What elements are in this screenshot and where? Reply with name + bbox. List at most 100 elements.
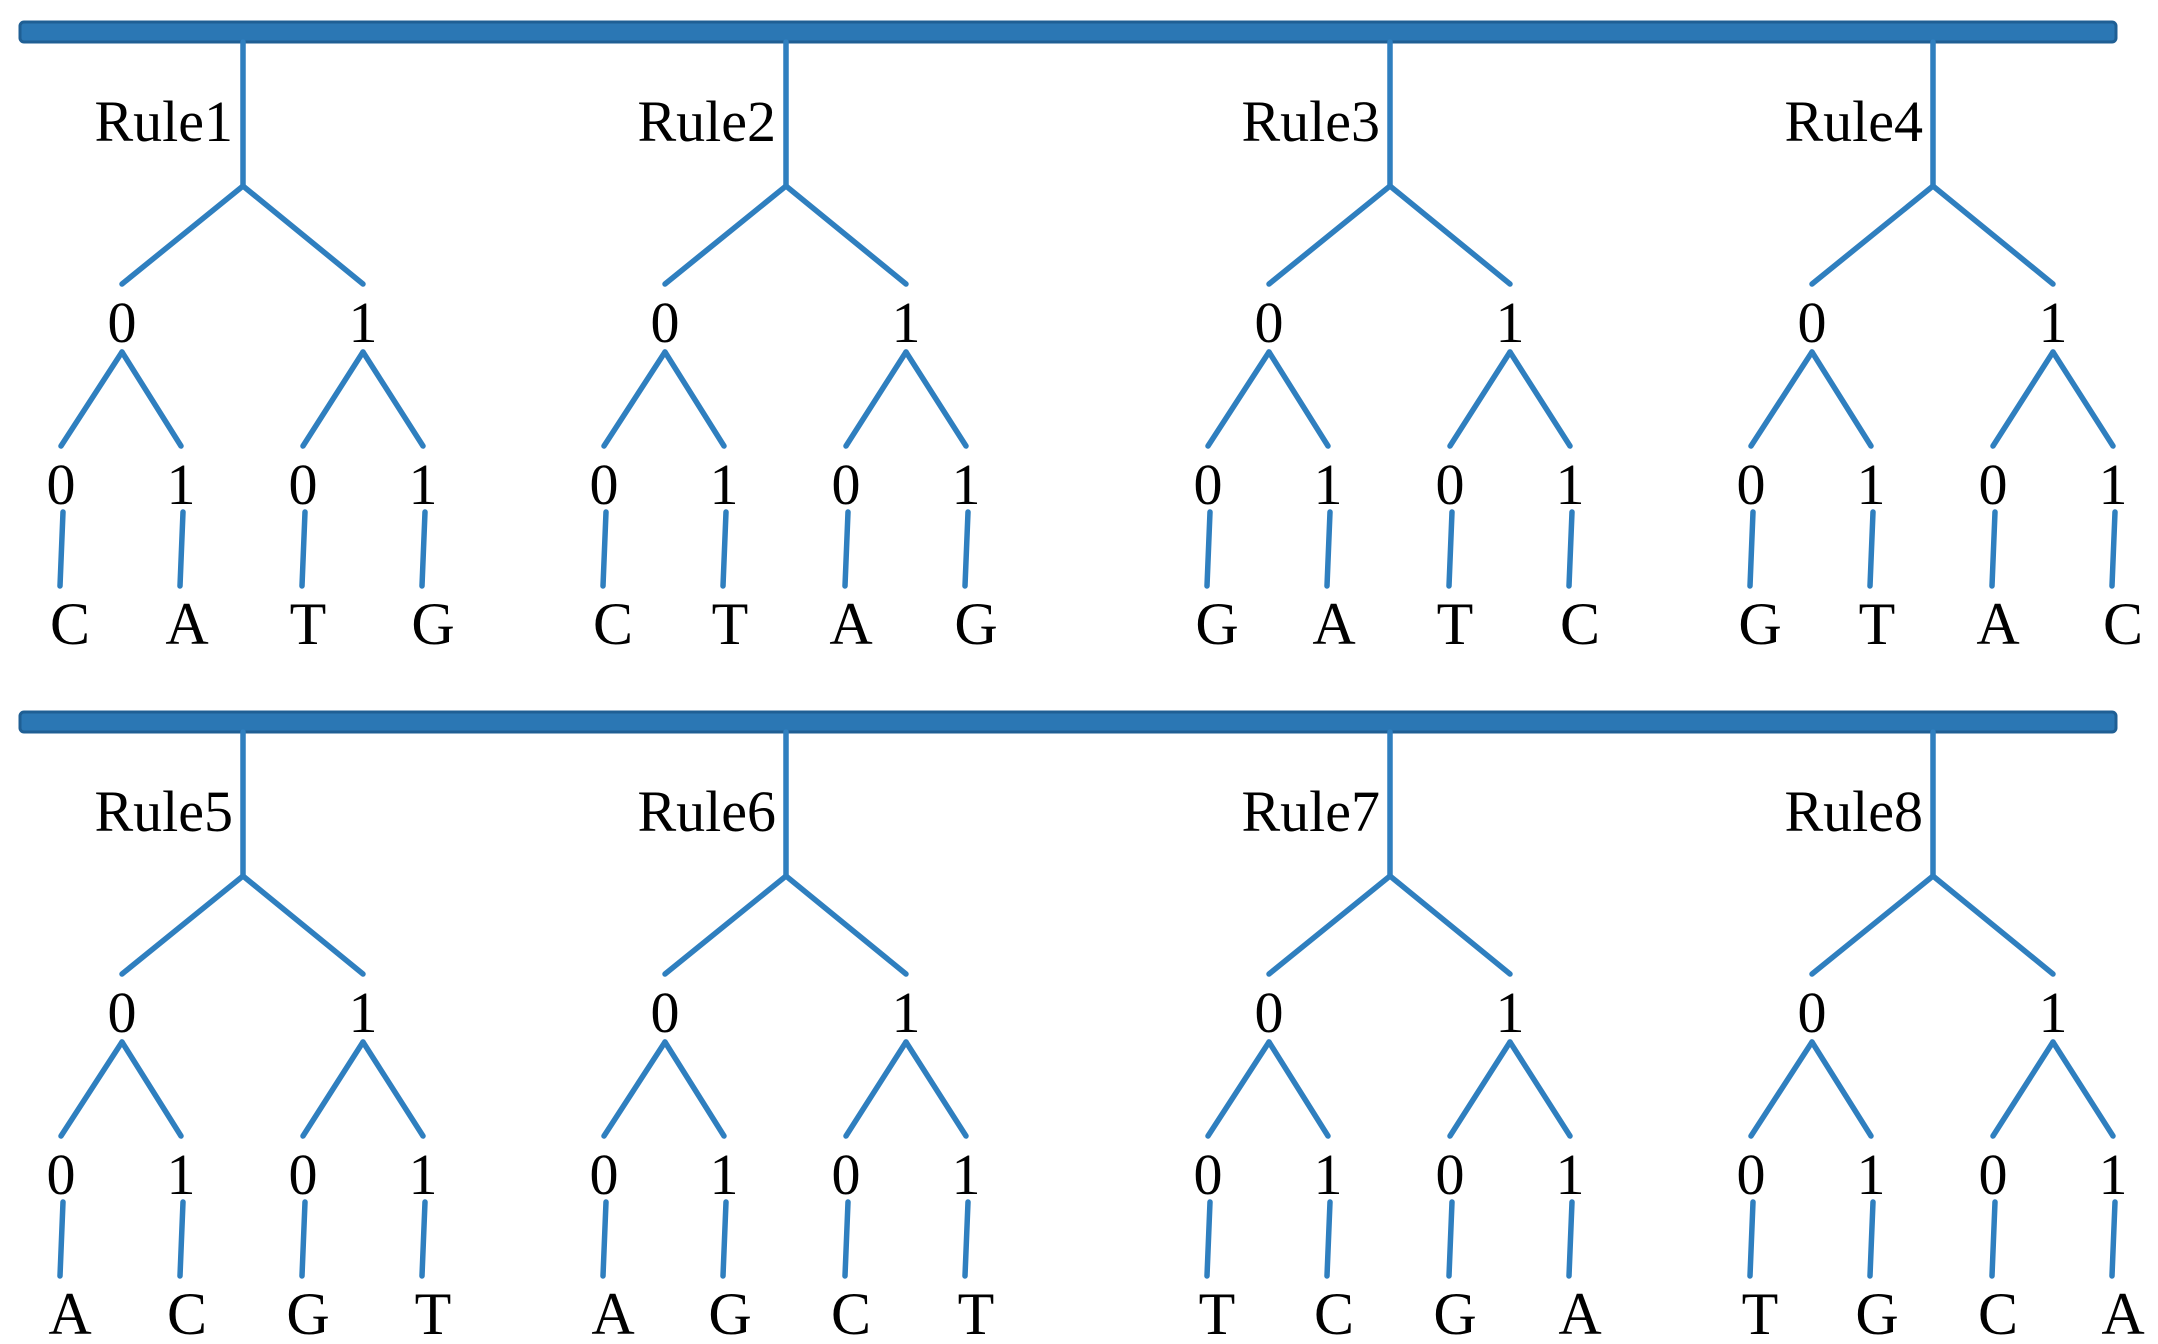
base-letter: A bbox=[1976, 591, 2019, 657]
level1-edge bbox=[1930, 183, 2056, 287]
rule-label: Rule1 bbox=[94, 89, 233, 154]
base-letter: G bbox=[708, 1281, 751, 1344]
leaf-edge bbox=[1867, 509, 1876, 589]
base-letter: G bbox=[1195, 591, 1238, 657]
level1-bit: 0 bbox=[1255, 290, 1284, 355]
level2-bit: 1 bbox=[1314, 1142, 1343, 1207]
level1-edge bbox=[1930, 873, 2056, 977]
leaf-edge bbox=[57, 509, 66, 589]
level2-edge bbox=[119, 349, 184, 449]
level2-bit: 1 bbox=[952, 452, 981, 517]
base-letter: A bbox=[1312, 591, 1355, 657]
level2-edge bbox=[2050, 349, 2116, 449]
level1-edge bbox=[783, 873, 909, 977]
level1-bit: 1 bbox=[2039, 980, 2068, 1045]
level2-bit: 1 bbox=[1857, 452, 1886, 517]
leaf-edge bbox=[842, 1199, 851, 1279]
base-letter: A bbox=[2101, 1281, 2144, 1344]
base-letter: C bbox=[593, 591, 633, 657]
level1-edge bbox=[1809, 183, 1936, 287]
level2-edge bbox=[1205, 1039, 1272, 1139]
level2-bit: 0 bbox=[1194, 1142, 1223, 1207]
level2-bit: 1 bbox=[710, 452, 739, 517]
level1-bit: 1 bbox=[1496, 980, 1525, 1045]
level2-edge bbox=[1507, 349, 1573, 449]
leaf-edge bbox=[1324, 509, 1333, 589]
level1-bit: 0 bbox=[651, 290, 680, 355]
level1-bit: 1 bbox=[349, 980, 378, 1045]
leaf-edge bbox=[1989, 509, 1998, 589]
level2-bit: 1 bbox=[167, 1142, 196, 1207]
base-letter: T bbox=[1859, 591, 1896, 657]
level2-edge bbox=[2050, 1039, 2116, 1139]
level1-bit: 0 bbox=[1255, 980, 1284, 1045]
base-letter: T bbox=[290, 591, 327, 657]
rule-label: Rule5 bbox=[94, 779, 233, 844]
rule-label: Rule7 bbox=[1241, 779, 1380, 844]
level2-edge bbox=[1809, 1039, 1874, 1139]
leaf-edge bbox=[842, 509, 851, 589]
level2-edge bbox=[1748, 1039, 1815, 1139]
leaf-edge bbox=[1867, 1199, 1876, 1279]
leaf-edge bbox=[720, 509, 729, 589]
base-letter: G bbox=[411, 591, 454, 657]
level2-edge bbox=[1266, 1039, 1331, 1139]
level2-edge bbox=[1205, 349, 1272, 449]
level1-edge bbox=[662, 183, 789, 287]
base-letter: C bbox=[831, 1281, 871, 1344]
level2-bit: 0 bbox=[590, 1142, 619, 1207]
level2-bit: 0 bbox=[832, 452, 861, 517]
level2-edge bbox=[360, 1039, 426, 1139]
leaf-edge bbox=[600, 509, 609, 589]
leaf-edge bbox=[419, 509, 428, 589]
rule-label: Rule4 bbox=[1784, 89, 1923, 154]
level2-edge bbox=[843, 1039, 909, 1139]
base-letter: G bbox=[1433, 1281, 1476, 1344]
leaf-edge bbox=[1204, 1199, 1213, 1279]
level2-bit: 0 bbox=[47, 1142, 76, 1207]
level2-edge bbox=[1507, 1039, 1573, 1139]
rule-label: Rule6 bbox=[637, 779, 776, 844]
base-letter: A bbox=[591, 1281, 634, 1344]
level2-bit: 0 bbox=[832, 1142, 861, 1207]
base-letter: T bbox=[1742, 1281, 1779, 1344]
leaf-edge bbox=[1446, 509, 1455, 589]
level1-bit: 0 bbox=[108, 290, 137, 355]
level2-bit: 0 bbox=[590, 452, 619, 517]
rule-label: Rule8 bbox=[1784, 779, 1923, 844]
rule-label: Rule3 bbox=[1241, 89, 1380, 154]
leaf-edge bbox=[2109, 1199, 2118, 1279]
level2-edge bbox=[58, 349, 125, 449]
level1-bit: 1 bbox=[2039, 290, 2068, 355]
level1-bit: 0 bbox=[1798, 290, 1827, 355]
rule-bar bbox=[18, 20, 2118, 44]
level2-edge bbox=[601, 349, 668, 449]
level2-bit: 0 bbox=[1737, 1142, 1766, 1207]
level2-bit: 1 bbox=[2099, 452, 2128, 517]
base-letter: T bbox=[1437, 591, 1474, 657]
leaf-edge bbox=[57, 1199, 66, 1279]
level1-edge bbox=[1809, 873, 1936, 977]
level2-bit: 1 bbox=[710, 1142, 739, 1207]
leaf-edge bbox=[419, 1199, 428, 1279]
level2-bit: 0 bbox=[289, 452, 318, 517]
level2-bit: 0 bbox=[47, 452, 76, 517]
level2-edge bbox=[1447, 349, 1513, 449]
base-letter: C bbox=[1978, 1281, 2018, 1344]
level1-edge bbox=[783, 183, 909, 287]
level1-bit: 0 bbox=[651, 980, 680, 1045]
level1-bit: 1 bbox=[349, 290, 378, 355]
level2-bit: 1 bbox=[1314, 452, 1343, 517]
level1-edge bbox=[1387, 183, 1513, 287]
level2-bit: 1 bbox=[2099, 1142, 2128, 1207]
leaf-edge bbox=[2109, 509, 2118, 589]
leaf-edge bbox=[1747, 1199, 1756, 1279]
level2-bit: 1 bbox=[167, 452, 196, 517]
level1-bit: 0 bbox=[108, 980, 137, 1045]
leaf-edge bbox=[299, 509, 308, 589]
